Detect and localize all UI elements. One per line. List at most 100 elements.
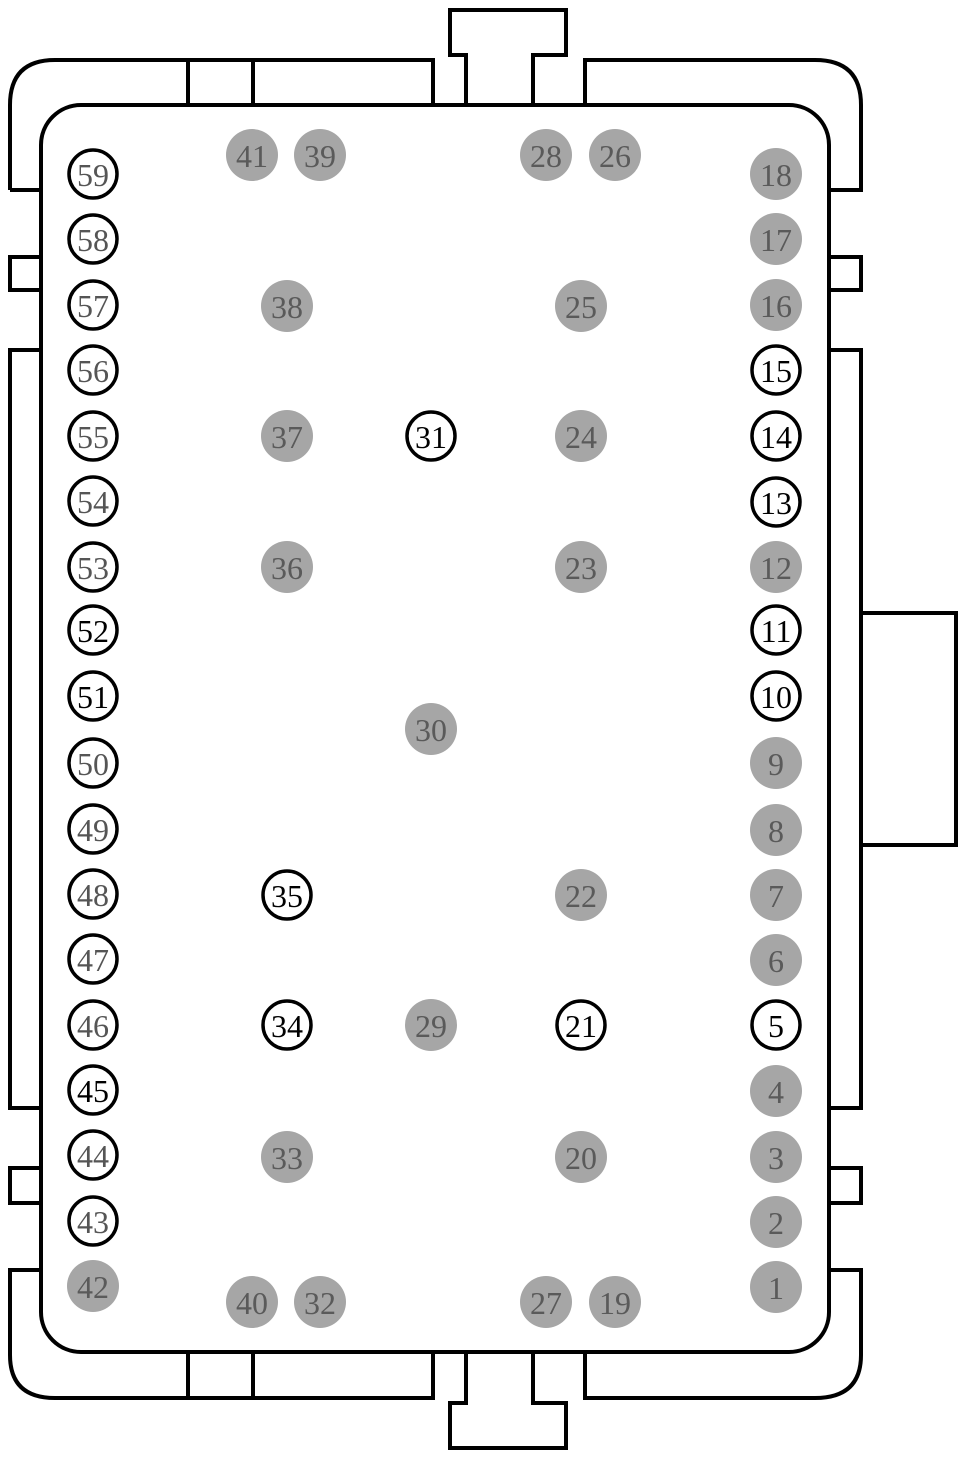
pin-marker [750,737,802,789]
pin-31: 31 [405,410,457,462]
pin-11: 11 [750,604,802,656]
pin-marker [520,1276,572,1328]
pin-number: 46 [77,1008,109,1044]
pin-marker [750,670,802,722]
pin-marker [750,213,802,265]
pin-38: 38 [261,280,313,332]
pin-marker [294,1276,346,1328]
pin-39: 39 [294,129,346,181]
pin-number: 9 [768,746,784,782]
pin-marker [750,1131,802,1183]
pin-number: 59 [77,157,109,193]
pin-marker [405,999,457,1051]
pin-number: 42 [77,1269,109,1305]
pin-marker [67,1195,119,1247]
pin-4: 4 [750,1065,802,1117]
pin-number: 23 [565,550,597,586]
pin-marker [750,344,802,396]
pin-28: 28 [520,129,572,181]
pin-30: 30 [405,703,457,755]
pin-marker [67,344,119,396]
pin-marker [67,148,119,200]
pin-number: 26 [599,138,631,174]
pin-number: 15 [760,353,792,389]
pin-marker [67,475,119,527]
pin-25: 25 [555,280,607,332]
pin-5: 5 [750,999,802,1051]
pin-number: 24 [565,419,597,455]
pin-number: 34 [271,1008,303,1044]
pin-number: 55 [77,419,109,455]
pin-number: 2 [768,1205,784,1241]
pin-marker [226,129,278,181]
pin-number: 31 [415,419,447,455]
pin-number: 54 [77,484,109,520]
pin-marker [750,934,802,986]
pin-12: 12 [750,541,802,593]
pin-number: 45 [77,1073,109,1109]
pin-number: 53 [77,550,109,586]
pin-marker [67,279,119,331]
pin-number: 41 [236,138,268,174]
pin-number: 10 [760,679,792,715]
pin-35: 35 [261,869,313,921]
pin-marker [67,1064,119,1116]
pin-13: 13 [750,476,802,528]
pin-number: 28 [530,138,562,174]
pin-marker [750,1065,802,1117]
pin-22: 22 [555,869,607,921]
pin-marker [750,476,802,528]
pin-marker [555,1131,607,1183]
pin-number: 5 [768,1008,784,1044]
pin-number: 16 [760,288,792,324]
pin-53: 53 [67,541,119,593]
pin-number: 43 [77,1204,109,1240]
pin-marker [261,410,313,462]
pin-number: 57 [77,288,109,324]
pin-number: 11 [761,613,792,649]
pin-7: 7 [750,869,802,921]
pin-marker [261,280,313,332]
pin-marker [67,1129,119,1181]
pin-number: 38 [271,289,303,325]
pin-marker [589,129,641,181]
pin-number: 51 [77,679,109,715]
pin-number: 36 [271,550,303,586]
pin-50: 50 [67,737,119,789]
pin-marker [750,279,802,331]
pin-number: 20 [565,1140,597,1176]
pin-number: 6 [768,943,784,979]
pin-number: 3 [768,1140,784,1176]
pin-number: 48 [77,877,109,913]
pin-marker [261,1131,313,1183]
pin-marker [67,933,119,985]
pin-24: 24 [555,410,607,462]
pin-48: 48 [67,868,119,920]
pin-41: 41 [226,129,278,181]
pin-marker [67,213,119,265]
pin-marker [261,999,313,1051]
pin-number: 8 [768,813,784,849]
pin-number: 19 [599,1285,631,1321]
pin-number: 56 [77,353,109,389]
pin-16: 16 [750,279,802,331]
pin-marker [750,541,802,593]
pin-marker [555,869,607,921]
pin-10: 10 [750,670,802,722]
pin-number: 52 [77,613,109,649]
pin-number: 32 [304,1285,336,1321]
pin-54: 54 [67,475,119,527]
pin-27: 27 [520,1276,572,1328]
pin-29: 29 [405,999,457,1051]
pin-42: 42 [67,1260,119,1312]
pin-number: 12 [760,550,792,586]
pin-marker [294,129,346,181]
pin-marker [67,1260,119,1312]
pin-14: 14 [750,410,802,462]
pin-2: 2 [750,1196,802,1248]
pin-45: 45 [67,1064,119,1116]
pin-marker [405,703,457,755]
pin-marker [67,541,119,593]
pin-marker [226,1276,278,1328]
pin-marker [555,999,607,1051]
